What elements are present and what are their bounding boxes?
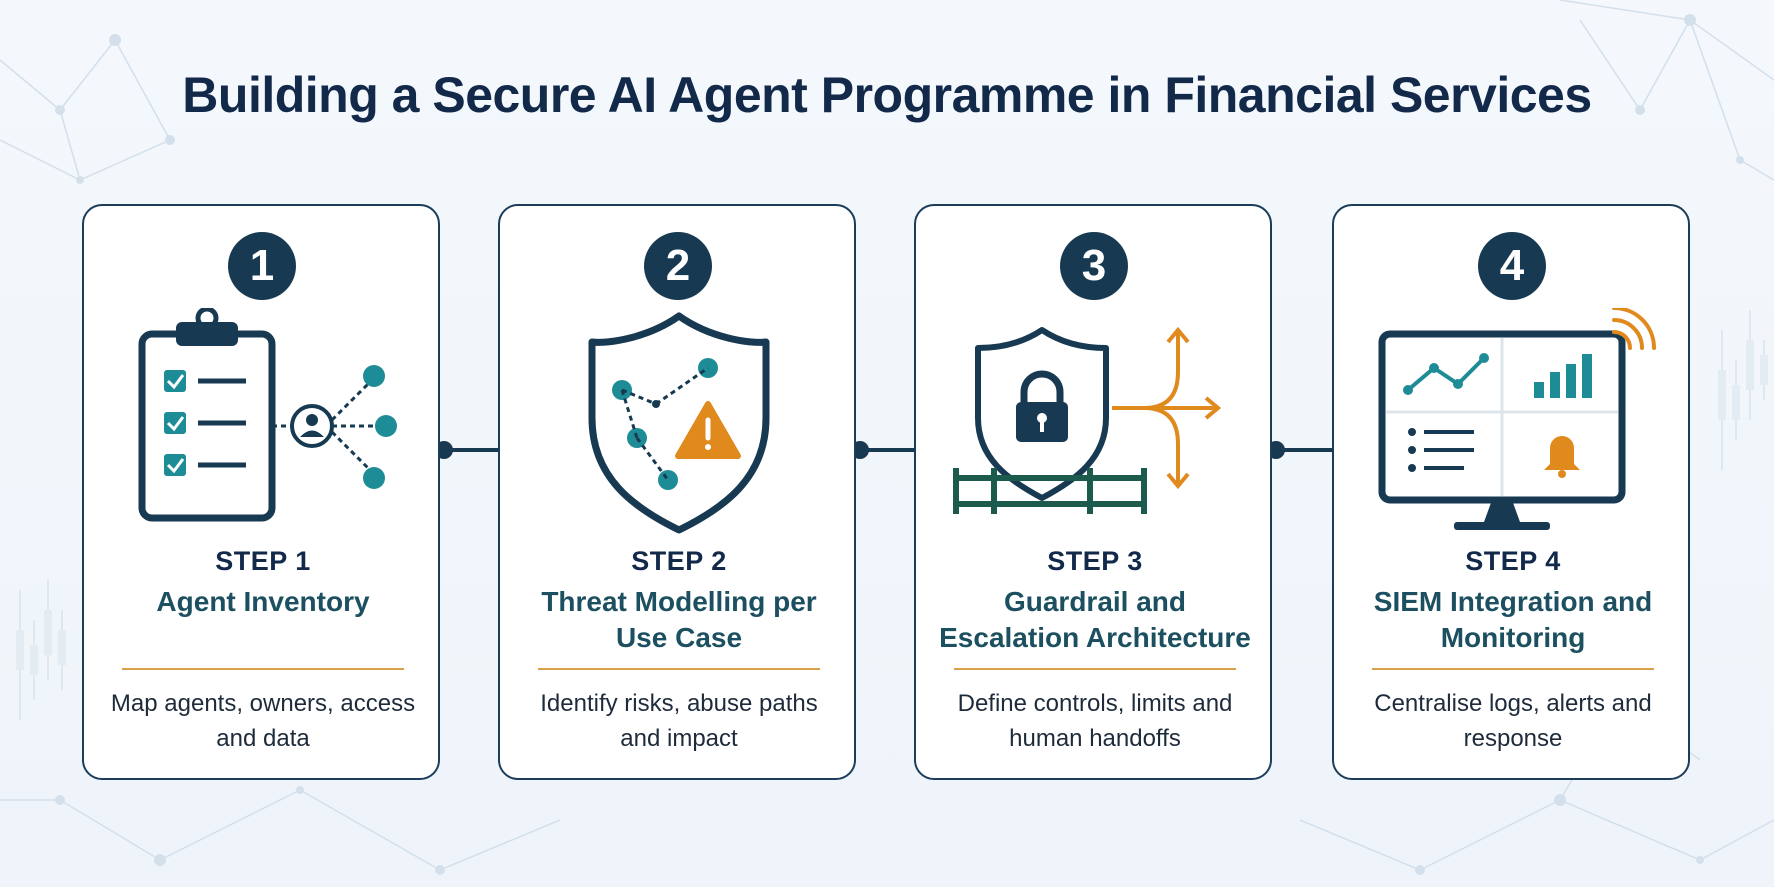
step-card-3: 3 STEP 3 Guardrail and Escalation Archit…: [914, 204, 1272, 780]
monitor-dashboard-icon: [1378, 308, 1656, 530]
step-divider: [538, 668, 820, 670]
page-title: Building a Secure AI Agent Programme in …: [182, 67, 1592, 123]
step-number-badge: 1: [228, 232, 296, 300]
step-title: Agent Inventory: [156, 586, 370, 617]
step-number-badge: 2: [644, 232, 712, 300]
step-label: STEP 3: [1047, 546, 1143, 576]
step-label: STEP 1: [215, 546, 311, 576]
step-card-2: 2 STEP 2 Threat Modelling per Use Case I…: [498, 204, 856, 780]
step-title: Threat Modelling per Use Case: [541, 586, 817, 653]
step-divider: [954, 668, 1236, 670]
step-description: Map agents, owners, access and data: [110, 690, 416, 752]
shield-warning-icon: [588, 312, 770, 534]
step-title: Guardrail and Escalation Architecture: [939, 586, 1251, 653]
step-title: SIEM Integration and Monitoring: [1373, 586, 1653, 653]
step-divider: [122, 668, 404, 670]
step-number-badge: 4: [1478, 232, 1546, 300]
step-number-badge: 3: [1060, 232, 1128, 300]
step-description: Identify risks, abuse paths and impact: [540, 690, 818, 752]
step-card-1: 1 STEP 1 Agent Inventory Map agents, own…: [82, 204, 440, 780]
step-label: STEP 4: [1465, 546, 1561, 576]
step-divider: [1372, 668, 1654, 670]
step-label: STEP 2: [631, 546, 727, 576]
clipboard-checklist-network-icon: [138, 308, 397, 522]
lock-shield-fence-icon: [953, 326, 1222, 514]
step-description: Define controls, limits and human handof…: [957, 690, 1233, 752]
step-card-4: 4 STEP 4 SIEM Integration and Monitoring…: [1332, 204, 1690, 780]
step-description: Centralise logs, alerts and response: [1374, 690, 1652, 752]
